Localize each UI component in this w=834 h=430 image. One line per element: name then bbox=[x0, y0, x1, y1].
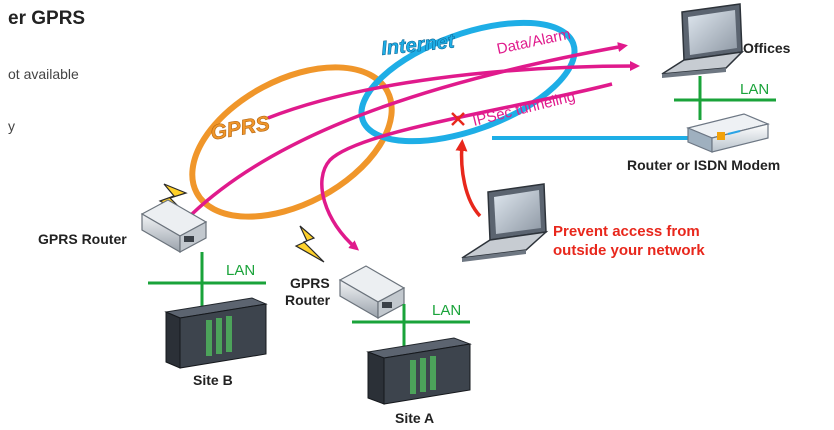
office-laptop-icon bbox=[661, 3, 745, 78]
site-a-controller-icon bbox=[366, 337, 472, 405]
gprs-router-a-label-line2: Router bbox=[285, 292, 331, 308]
body-text-line-1: ot available bbox=[8, 66, 79, 82]
outside-laptop-icon bbox=[461, 183, 549, 262]
gprs-router-b-icon bbox=[140, 199, 208, 254]
blocked-access-arrow bbox=[455, 139, 482, 218]
gprs-router-b-label: GPRS Router bbox=[38, 231, 127, 247]
wireless-bolt-icon-a bbox=[294, 225, 325, 263]
gprs-router-a-icon bbox=[338, 265, 406, 320]
body-text-line-2: y bbox=[8, 118, 15, 134]
gprs-network-ring bbox=[189, 64, 395, 220]
data-alarm-label: Data/Alarm bbox=[495, 26, 572, 58]
site-b-label: Site B bbox=[193, 372, 233, 388]
page-title: er GPRS bbox=[8, 8, 86, 29]
gprs-router-a-label-line1: GPRS bbox=[290, 275, 330, 291]
site-b-lan-label: LAN bbox=[226, 262, 256, 279]
site-a-lan-label: LAN bbox=[432, 302, 462, 319]
internet-label: Internet bbox=[380, 30, 457, 60]
offices-label: Offices bbox=[743, 40, 791, 56]
prevent-access-line1: Prevent access from bbox=[553, 223, 700, 240]
ipsec-tunnel-flow-to-site-a bbox=[320, 82, 613, 251]
data-alarm-flow bbox=[190, 42, 628, 216]
office-lan-label: LAN bbox=[740, 81, 770, 98]
blocked-x-icon bbox=[451, 112, 465, 126]
ipsec-tunnel-flow-to-office bbox=[267, 61, 640, 120]
ipsec-label: IPSec tunneling bbox=[471, 88, 577, 130]
site-b-controller-icon bbox=[164, 297, 268, 369]
site-a-label: Site A bbox=[395, 410, 435, 426]
router-isdn-label: Router or ISDN Modem bbox=[627, 157, 781, 173]
internet-network-ring bbox=[358, 19, 578, 145]
isdn-modem-icon bbox=[686, 113, 770, 153]
prevent-access-line2: outside your network bbox=[553, 242, 705, 259]
